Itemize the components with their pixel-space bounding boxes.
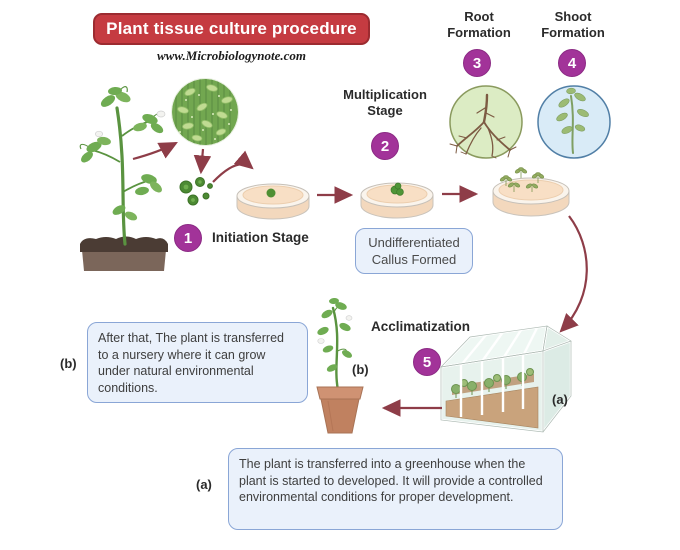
explant-cells-illustration — [179, 177, 213, 206]
stage-label-root-formation: Root Formation — [447, 9, 511, 41]
note-box-callus: Undifferentiated Callus Formed — [355, 228, 473, 274]
arrow-plant-to-microscope — [132, 141, 178, 161]
stage-label-initiation: Initiation Stage — [212, 230, 309, 245]
root-culture-illustration — [449, 85, 523, 159]
stage-badge-3: 3 — [463, 49, 491, 77]
note-label-a: (a) — [196, 477, 212, 492]
title-banner: Plant tissue culture procedure — [93, 13, 370, 45]
greenhouse-label-a: (a) — [552, 392, 568, 407]
website-url: www.Microbiologynote.com — [156, 48, 307, 63]
stage-label-shoot-formation: Shoot Formation — [541, 9, 605, 41]
stage-badge-2: 2 — [371, 132, 399, 160]
greenhouse-illustration — [439, 324, 573, 434]
petri-dish-1 — [236, 183, 310, 220]
arrow-microscope-to-explants — [193, 148, 212, 175]
stage-badge-5: 5 — [413, 348, 441, 376]
potted-plant-illustration — [316, 297, 364, 434]
stage-badge-4: 4 — [558, 49, 586, 77]
note-box-greenhouse: The plant is transferred into a greenhou… — [228, 448, 563, 530]
petri-dish-2 — [360, 182, 434, 219]
note-box-nursery: After that, The plant is transferred to … — [87, 322, 308, 403]
arrow-dish3-to-greenhouse — [559, 215, 588, 333]
plantlets — [499, 167, 545, 192]
shoot-culture-illustration — [537, 85, 611, 159]
stage-badge-1: 1 — [174, 224, 202, 252]
microscope-view-illustration — [171, 78, 239, 146]
pot-label-b: (b) — [352, 362, 369, 377]
petri-dish-3 — [492, 167, 570, 217]
note-label-b: (b) — [60, 356, 77, 371]
stage-label-acclimatization: Acclimatization — [371, 319, 471, 334]
arrow-explants-to-dish1 — [212, 150, 254, 183]
pea-plant-illustration — [79, 86, 166, 246]
stage-label-multiplication: Multiplication Stage — [343, 87, 427, 119]
